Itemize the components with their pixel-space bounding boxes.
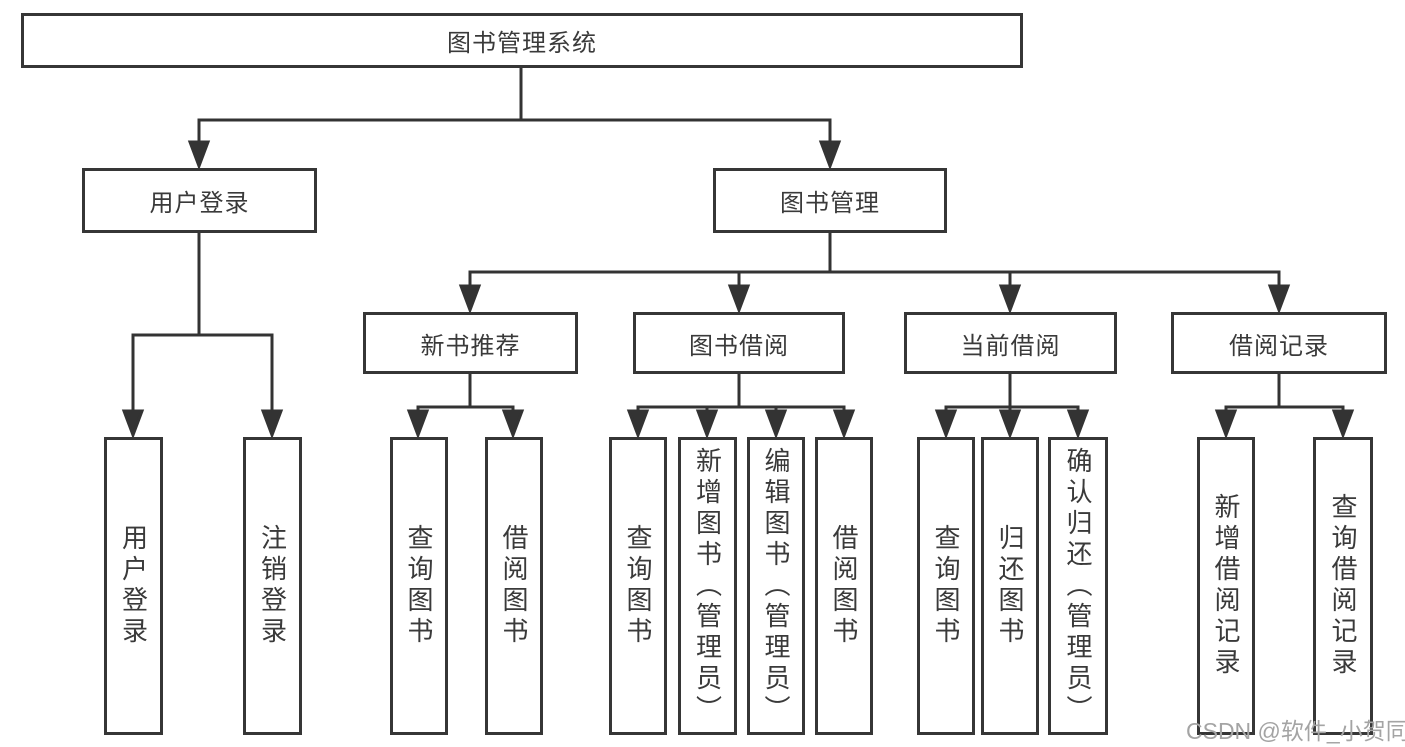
leaf-newbook-query-books: 查询图书: [390, 437, 448, 735]
node-label: 用户登录: [118, 524, 149, 648]
node-label: 新增图书（管理员）: [692, 446, 723, 726]
leaf-logout: 注销登录: [243, 437, 302, 735]
leaf-borrow-borrow-books: 借阅图书: [815, 437, 873, 735]
node-label: 确认归还（管理员）: [1063, 446, 1093, 726]
node-label: 借阅图书: [829, 524, 859, 648]
node-label: 新增借阅记录: [1211, 493, 1241, 679]
leaf-current-confirm-return-admin: 确认归还（管理员）: [1048, 437, 1108, 735]
leaf-borrow-add-books-admin: 新增图书（管理员）: [678, 437, 737, 735]
node-label: 图书借阅: [689, 332, 789, 360]
node-current-borrowing: 当前借阅: [904, 312, 1117, 374]
node-label: 查询图书: [623, 524, 653, 648]
node-label: 用户登录: [149, 190, 250, 217]
node-label: 图书管理: [780, 190, 880, 217]
node-label: 图书管理系统: [447, 30, 597, 57]
node-library-management-system: 图书管理系统: [21, 13, 1023, 68]
node-label: 查询图书: [404, 524, 434, 648]
leaf-records-add-borrow-record: 新增借阅记录: [1197, 437, 1255, 735]
node-label: 新书推荐: [420, 332, 521, 360]
node-label: 查询借阅记录: [1328, 493, 1358, 679]
node-user-login: 用户登录: [82, 168, 317, 233]
node-label: 借阅图书: [499, 524, 529, 648]
leaf-current-return-books: 归还图书: [981, 437, 1039, 735]
leaf-records-query-borrow-record: 查询借阅记录: [1313, 437, 1373, 735]
leaf-borrow-edit-books-admin: 编辑图书（管理员）: [747, 437, 805, 735]
node-label: 当前借阅: [960, 332, 1061, 360]
node-label: 编辑图书（管理员）: [761, 446, 791, 726]
csdn-watermark: CSDN @软件_小贺同学: [1186, 718, 1405, 744]
leaf-borrow-query-books: 查询图书: [609, 437, 667, 735]
node-label: 注销登录: [257, 524, 288, 648]
leaf-current-query-books: 查询图书: [917, 437, 975, 735]
leaf-newbook-borrow-books: 借阅图书: [485, 437, 543, 735]
node-label: 查询图书: [931, 524, 961, 648]
leaf-user-login: 用户登录: [104, 437, 163, 735]
node-book-borrowing: 图书借阅: [633, 312, 845, 374]
node-book-management: 图书管理: [713, 168, 947, 233]
node-label: 借阅记录: [1229, 332, 1329, 360]
node-borrowing-records: 借阅记录: [1171, 312, 1387, 374]
node-new-book-recommendation: 新书推荐: [363, 312, 578, 374]
node-label: 归还图书: [995, 524, 1025, 648]
